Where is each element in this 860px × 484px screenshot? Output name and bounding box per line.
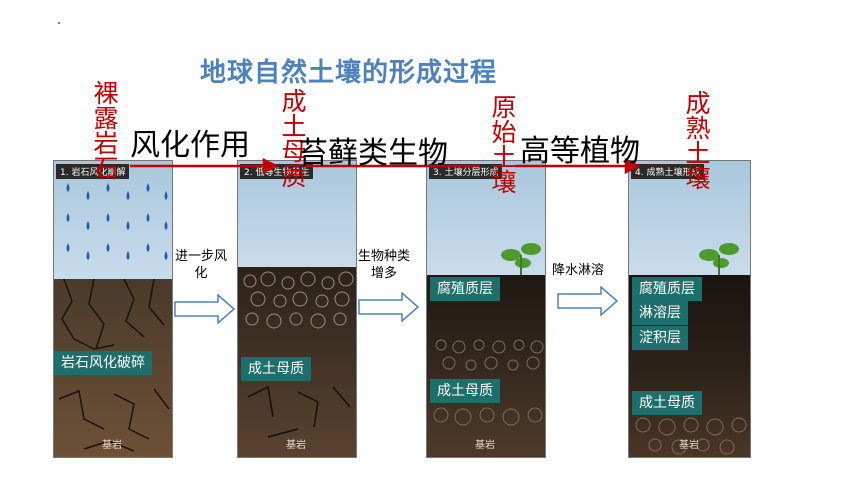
panel-1-label: 1. 岩石风化崩解 xyxy=(56,164,130,179)
sky xyxy=(238,161,356,269)
bedrock-label: 基岩 xyxy=(475,440,495,451)
bedrock-label: 基岩 xyxy=(679,440,699,451)
sky xyxy=(629,161,750,277)
plant-icon xyxy=(501,243,541,277)
bedrock-label: 基岩 xyxy=(286,440,306,451)
panel-2-label: 2. 低等生物着生 xyxy=(240,164,314,179)
panel-rock-weathering: 1. 岩石风化崩解 岩石风化破碎 基岩 xyxy=(53,160,173,458)
pebbles xyxy=(433,339,544,426)
stage-parent-material: 成土母质 xyxy=(278,88,307,188)
layer-parent-material: 成土母质 xyxy=(430,379,500,403)
sky xyxy=(427,161,545,277)
transition-label-3: 降水淋溶 xyxy=(552,263,605,278)
transition-label-2: 生物种类增多 xyxy=(358,249,411,281)
layer-eluviation: 淋溶层 xyxy=(632,301,688,325)
bedrock-label: 基岩 xyxy=(102,440,122,451)
layer-humus: 腐殖质层 xyxy=(632,277,702,301)
process-flow-line xyxy=(130,157,641,175)
process-weathering: 风化作用 xyxy=(130,128,250,163)
pebbles xyxy=(243,271,354,438)
transition-arrow-2 xyxy=(358,292,420,322)
stage-mature-soil: 成熟土壤 xyxy=(682,90,711,190)
pebbles xyxy=(635,417,747,455)
stage-primitive-soil: 原始土壤 xyxy=(488,94,517,194)
panel-mature-soil: 4. 成熟土壤形成 腐殖质层 淋溶层 淀积层 成土母质 基岩 xyxy=(628,160,751,458)
layer-illuviation: 淀积层 xyxy=(632,326,688,350)
layer-parent-material: 成土母质 xyxy=(241,357,311,381)
rain-drops xyxy=(66,183,168,260)
stage-bare-rock: 裸露岩石 xyxy=(90,80,119,180)
transition-arrow-1 xyxy=(174,294,236,324)
page-title: 地球自然土壤的形成过程 xyxy=(200,58,498,88)
panel-3-label: 3. 土壤分层形成 xyxy=(429,164,503,179)
panel-primitive-soil: 3. 土壤分层形成 腐殖质层 成土母质 基岩 xyxy=(426,160,546,458)
process-moss: 苔藓类生物 xyxy=(298,136,448,171)
panel-4-label: 4. 成熟土壤形成 xyxy=(631,164,705,179)
layer-weathered-rock: 岩石风化破碎 xyxy=(54,351,152,375)
transition-label-1: 进一步风化 xyxy=(175,249,228,281)
slide-dot xyxy=(58,22,60,24)
transition-arrow-3 xyxy=(557,286,619,316)
rock-cracks xyxy=(58,279,170,452)
process-higher-plants: 高等植物 xyxy=(520,134,640,169)
sky xyxy=(54,161,172,281)
layer-parent-material: 成土母质 xyxy=(632,391,702,415)
layer-humus: 腐殖质层 xyxy=(430,277,500,301)
panel-parent-material: 2. 低等生物着生 成土母质 基岩 xyxy=(237,160,357,458)
plant-icon xyxy=(699,243,739,277)
